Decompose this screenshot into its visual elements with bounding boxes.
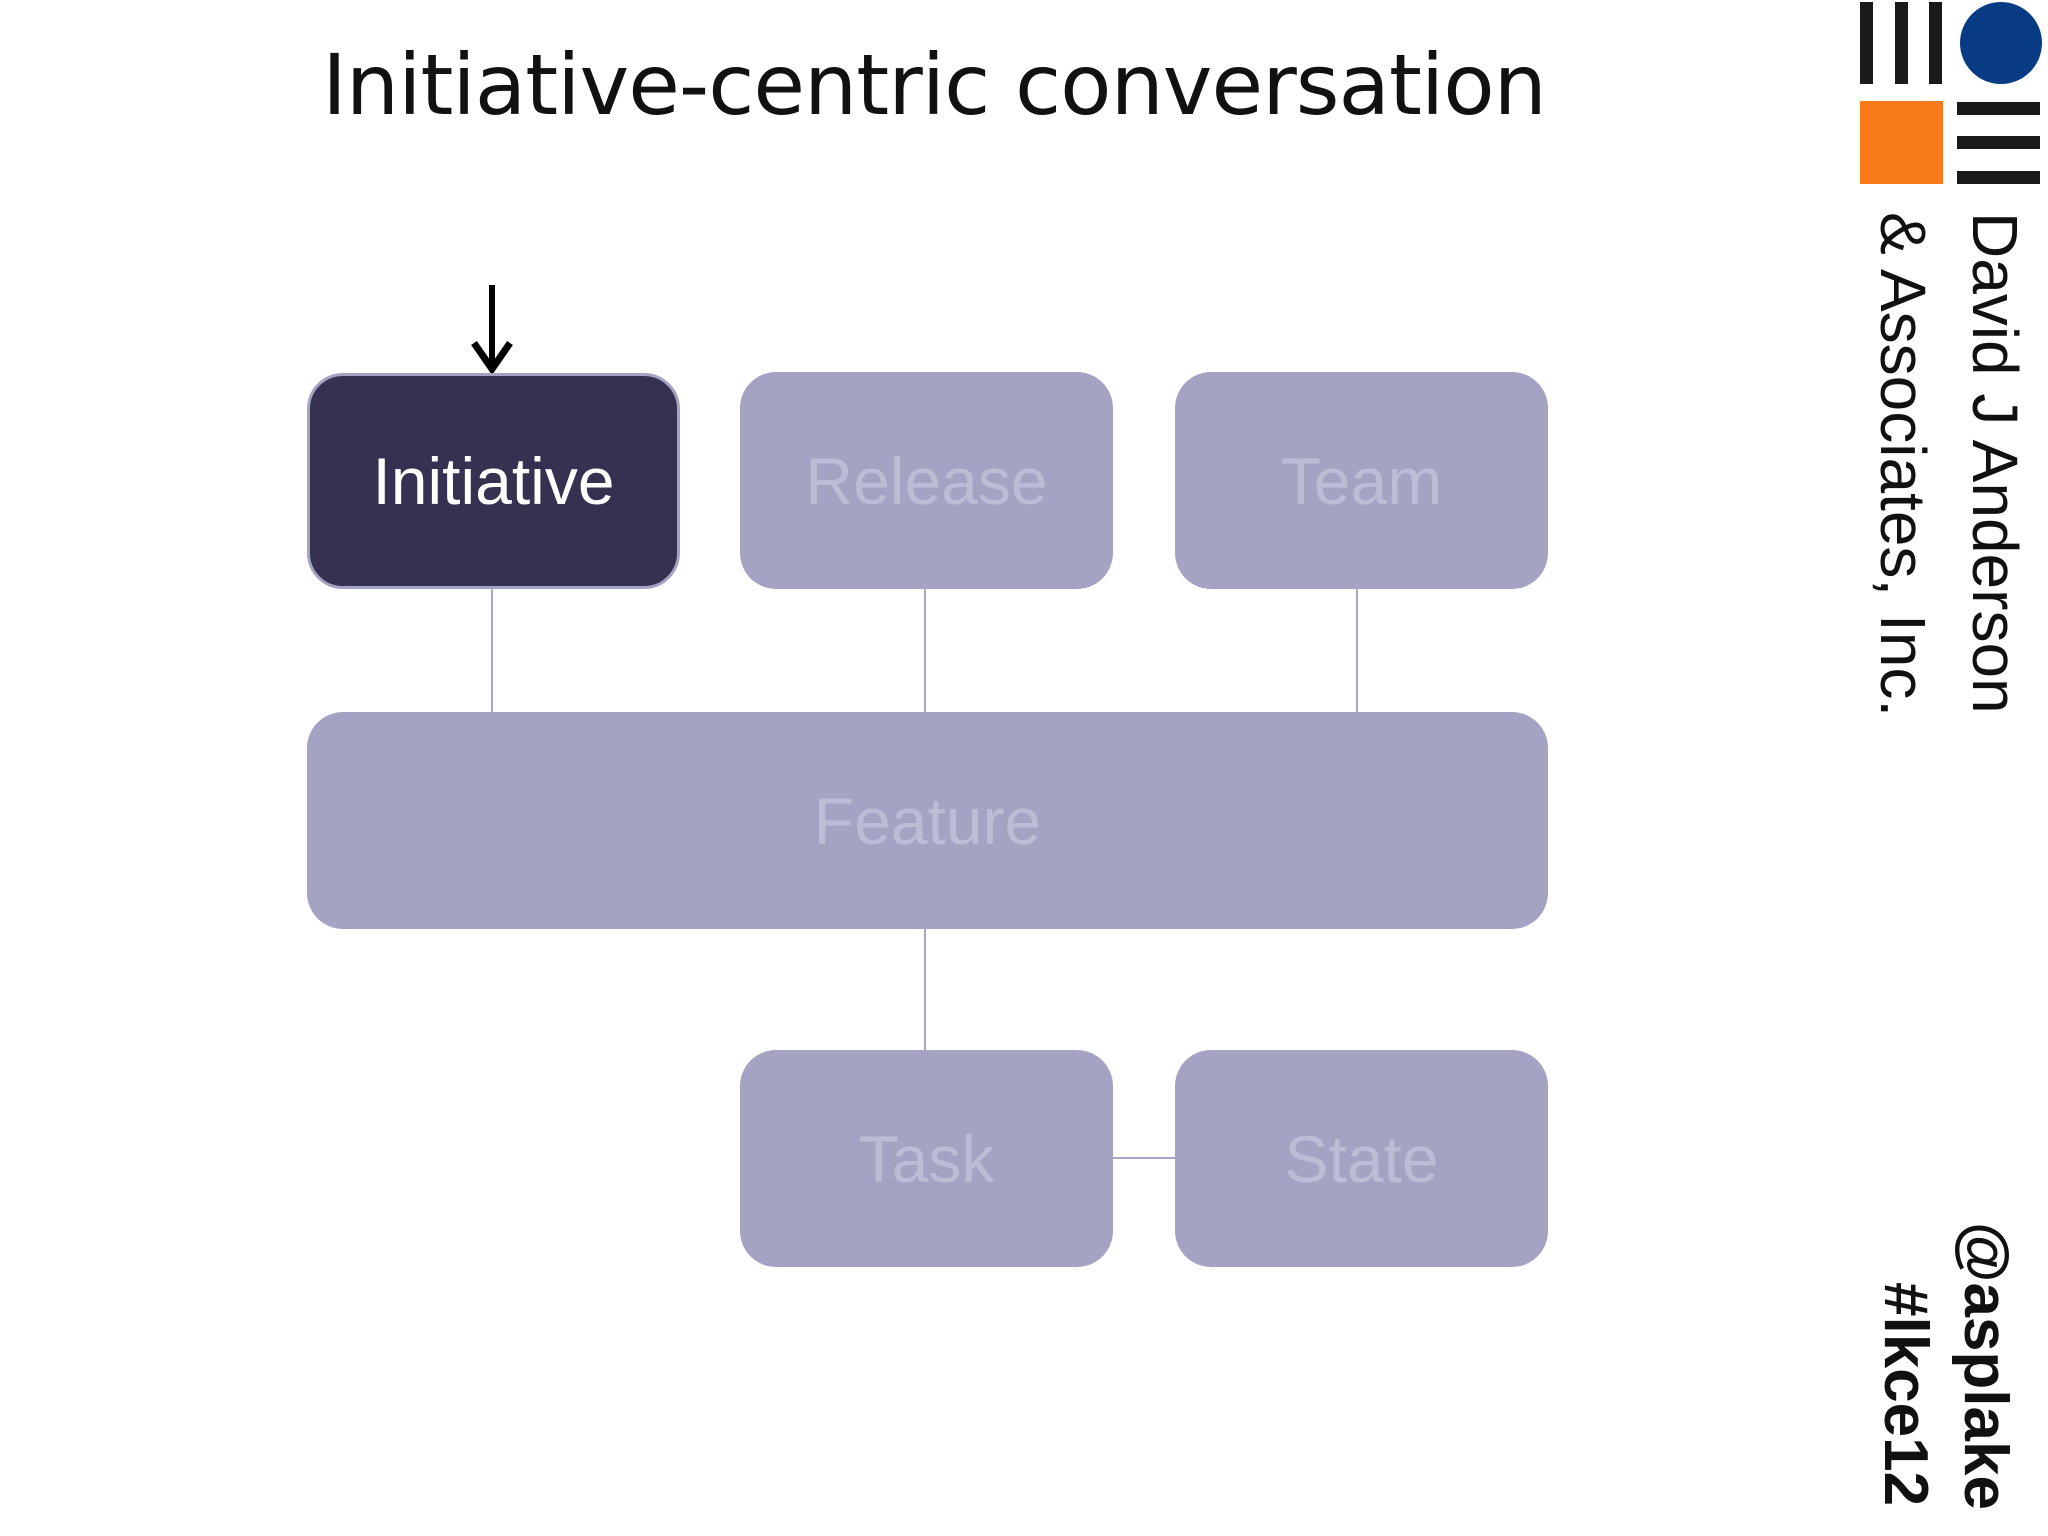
arrow-down-icon	[471, 285, 513, 373]
twitter-handle: @asplake	[1951, 1222, 2020, 1510]
company-name-line2: & Associates, Inc.	[1867, 212, 1939, 718]
event-hashtag: #lkce12	[1871, 1282, 1940, 1507]
node-initiative: Initiative	[307, 373, 680, 589]
node-team: Team	[1175, 372, 1548, 589]
edge-initiative-feature	[491, 589, 493, 713]
edge-task-state	[1113, 1157, 1176, 1159]
slide-title: Initiative-centric conversation	[322, 36, 1547, 134]
edge-release-feature	[924, 589, 926, 713]
node-task: Task	[740, 1050, 1113, 1267]
company-name-line1: David J Anderson	[1959, 212, 2031, 714]
company-logo	[1860, 2, 2042, 184]
edge-team-feature	[1356, 589, 1358, 713]
node-state: State	[1175, 1050, 1548, 1267]
node-feature: Feature	[307, 712, 1548, 929]
node-release: Release	[740, 372, 1113, 589]
edge-feature-task	[924, 929, 926, 1051]
